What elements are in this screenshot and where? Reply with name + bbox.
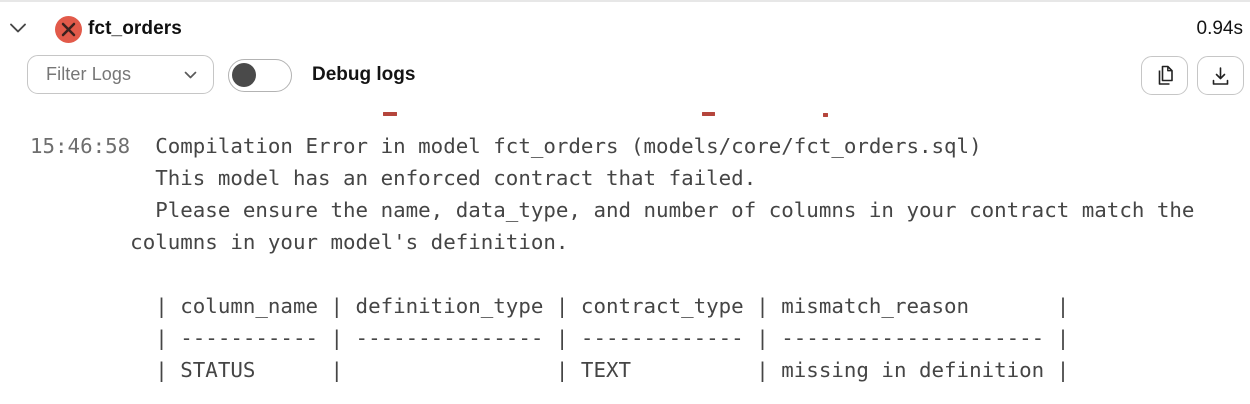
clipped-red-error-line-fragment [823,112,828,117]
debug-logs-label: Debug logs [312,64,416,85]
download-icon [1212,66,1229,85]
copy-icon [1158,65,1173,85]
filter-logs-label: Filter Logs [46,64,132,84]
clipped-red-error-line-fragment [383,112,397,116]
error-status-icon [55,16,82,43]
log-message: Compilation Error in model fct_orders (m… [130,134,1195,382]
chevron-down-icon[interactable] [9,22,27,34]
copy-logs-button[interactable] [1141,56,1188,95]
filter-logs-dropdown[interactable]: Filter Logs [27,55,214,94]
log-entry-compilation-error: 15:46:58 Compilation Error in model fct_… [0,130,1250,386]
clipped-red-error-line-fragment [702,112,715,116]
log-output[interactable]: 15:46:58 Compilation Error in model fct_… [0,98,1250,404]
download-logs-button[interactable] [1197,56,1244,95]
chevron-down-icon [184,71,197,78]
elapsed-time: 0.94s [1196,18,1243,39]
x-icon [61,22,76,37]
toggle-knob [232,63,256,87]
model-name-title: fct_orders [88,18,182,39]
debug-logs-toggle[interactable] [228,59,292,92]
log-timestamp: 15:46:58 [30,134,131,158]
